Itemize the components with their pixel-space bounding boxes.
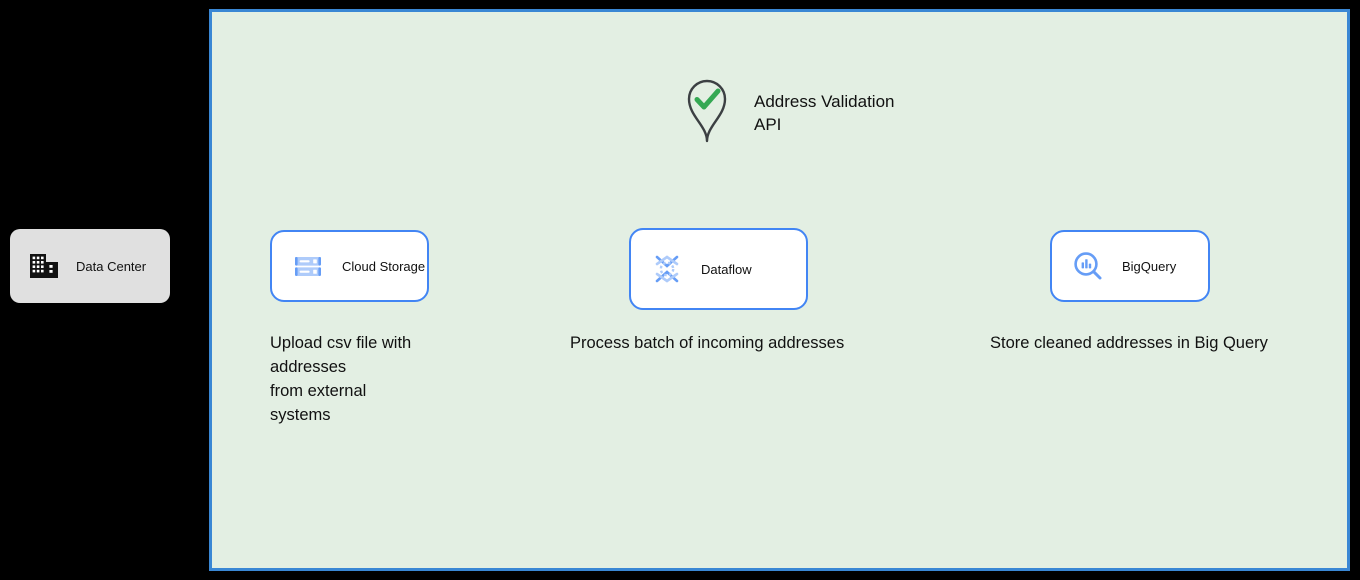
node-address-validation-api[interactable]: Address Validation API [682, 74, 895, 144]
node-bigquery-label: BigQuery [1122, 258, 1177, 274]
node-data-center[interactable]: Data Center [10, 229, 170, 303]
cloud-storage-icon [295, 257, 321, 276]
node-dataflow[interactable]: Dataflow [629, 228, 808, 310]
caption-bigquery: Store cleaned addresses in Big Query [990, 334, 1268, 352]
data-center-building-icon [30, 254, 58, 278]
node-bigquery[interactable]: BigQuery [1050, 230, 1210, 302]
node-dataflow-label: Dataflow [701, 261, 752, 277]
node-cloud-storage[interactable]: Cloud Storage [270, 230, 429, 302]
address-validation-api-label: Address Validation API [754, 92, 895, 134]
dataflow-icon [655, 255, 679, 283]
node-data-center-label: Data Center [76, 258, 147, 274]
bigquery-magnifier-icon [1074, 252, 1102, 280]
caption-dataflow: Process batch of incoming addresses [570, 334, 845, 352]
map-pin-check-icon [687, 79, 727, 143]
caption-cloud-storage: Upload csv file with addresses from exte… [270, 334, 412, 424]
node-cloud-storage-label: Cloud Storage [342, 258, 426, 274]
